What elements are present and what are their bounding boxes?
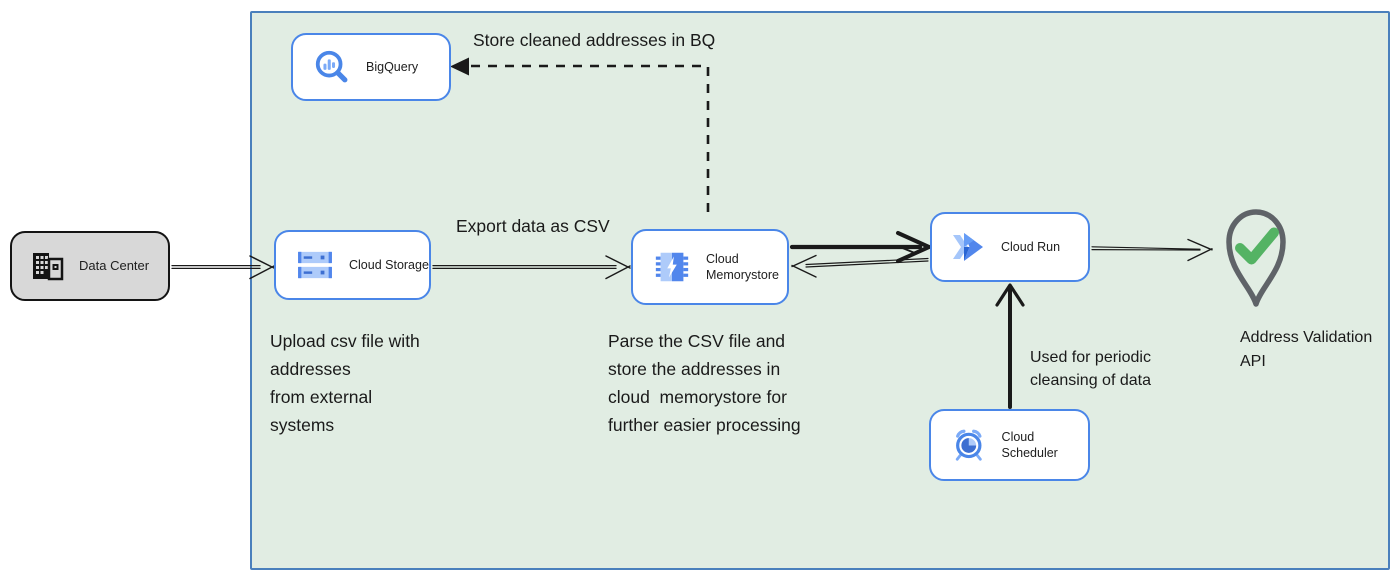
annotation-upload-csv: Upload csv file with addresses from exte… [270,331,420,435]
label-address-validation-api: Address Validation API [1240,329,1373,370]
node-cloud-scheduler[interactable]: Cloud Scheduler [929,409,1090,481]
node-cloud-run[interactable]: Cloud Run [930,212,1090,282]
gcp-project-boundary [250,11,1390,570]
node-label: BigQuery [366,60,419,74]
edge-label-periodic-cleansing: Used for periodic cleansing of data [1030,349,1151,389]
data-center-icon [33,253,64,281]
cloud-scheduler-icon [955,429,982,461]
address-validation-pin[interactable] [1221,206,1291,310]
green-check-icon [1235,227,1279,265]
node-label: Cloud Storage [349,258,429,272]
map-pin-icon [1226,209,1286,307]
cloud-run-icon [953,233,983,261]
node-bigquery[interactable]: BigQuery [291,33,451,101]
node-data-center[interactable]: Data Center [10,231,170,301]
node-label: Cloud Run [1001,240,1061,254]
edge-label-export-csv: Export data as CSV [456,216,610,236]
node-cloud-memorystore[interactable]: Cloud Memorystore [631,229,789,305]
node-cloud-storage[interactable]: Cloud Storage [274,230,431,300]
cloud-memorystore-icon [655,252,689,282]
edge-label-store-cleaned-bq: Store cleaned addresses in BQ [473,30,716,50]
node-label: Cloud Memorystore [706,252,779,282]
node-label: Data Center [79,258,150,273]
annotation-parse-csv: Parse the CSV file and store the address… [608,331,801,435]
cloud-storage-icon [298,251,332,279]
node-label: Cloud Scheduler [1001,430,1058,460]
bigquery-icon [315,50,348,83]
